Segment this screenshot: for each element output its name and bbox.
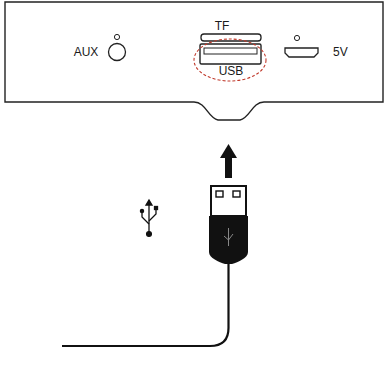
usb-cable [62, 264, 229, 346]
micro-usb-port [285, 48, 318, 57]
plug-contact [216, 191, 223, 197]
plug-contact [233, 191, 240, 197]
usb-port-tongue [204, 48, 257, 54]
insert-arrow-head [220, 144, 237, 158]
usb-symbol [140, 200, 157, 236]
plug-body [209, 216, 248, 264]
port-label: AUX [74, 45, 99, 59]
highlight-ellipse [194, 39, 266, 81]
port-label: TF [215, 19, 230, 33]
indicator-led [294, 35, 299, 40]
port-label: 5V [333, 45, 348, 59]
plug-metal [211, 186, 246, 216]
insert-arrow [225, 156, 232, 178]
tf-slot [201, 34, 261, 41]
usb-port [200, 44, 261, 64]
panel-housing [5, 2, 383, 120]
port-label: USB [219, 64, 244, 78]
aux-jack [109, 44, 126, 61]
plug-logo [224, 228, 233, 246]
indicator-led [114, 34, 119, 39]
